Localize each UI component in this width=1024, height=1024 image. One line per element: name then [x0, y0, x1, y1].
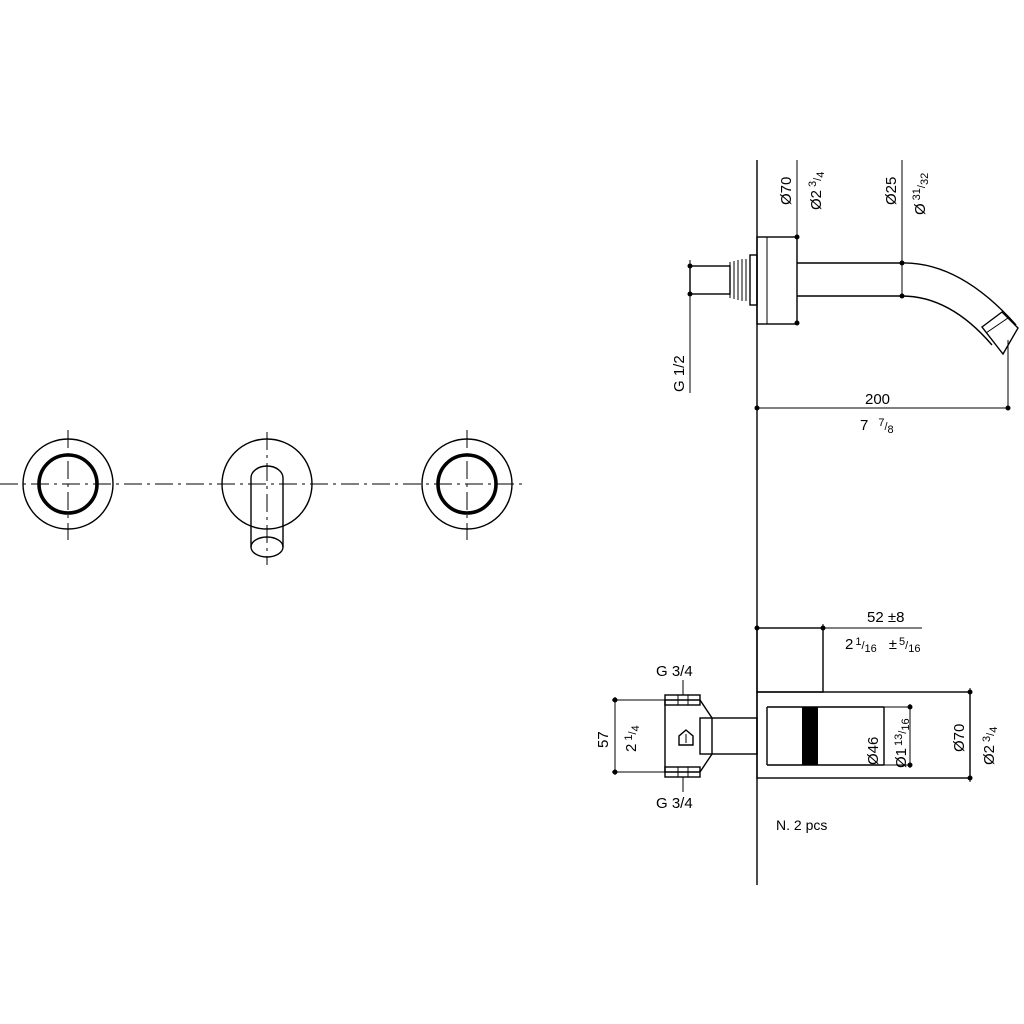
spout-pipe-dia-in: Ø31/32 — [911, 173, 931, 215]
valve-height-mm: 57 — [595, 731, 612, 748]
spout-outlet — [981, 311, 1019, 356]
threaded-connector — [689, 265, 731, 295]
spout-length-mm: 200 — [865, 391, 890, 408]
front-view — [0, 430, 525, 565]
valve-inner-dia-in: Ø113/16 — [893, 718, 912, 768]
spout-pipe-dia-mm: Ø25 — [883, 177, 900, 205]
spout-plate — [221, 432, 313, 565]
spout-flange-dia-in: Ø23/4 — [807, 172, 827, 210]
flow-arrow-icon — [678, 729, 694, 746]
spout-flange — [756, 236, 798, 325]
quantity-note: N. 2 pcs — [776, 817, 827, 833]
left-handle — [22, 430, 114, 540]
spout-thread-label: G 1/2 — [671, 355, 688, 392]
spout-flange-dia-mm: Ø70 — [778, 177, 795, 205]
spout-pipe-bottom — [797, 295, 993, 346]
valve-thread-top: G 3/4 — [656, 663, 693, 680]
inlet-fitting — [664, 699, 713, 773]
valve-depth-mm: 52 ±8 — [867, 609, 904, 626]
valve-outer-dia-in: Ø23/4 — [981, 727, 1000, 765]
valve-inner-dia-mm: Ø46 — [865, 737, 882, 765]
right-handle — [421, 430, 513, 540]
spout-pipe-top — [797, 262, 1017, 326]
valve-height-in: 21/4 — [623, 725, 642, 752]
valve-thread-bottom: G 3/4 — [656, 795, 693, 812]
valve-outer-dia-mm: Ø70 — [951, 724, 968, 752]
valve-ring — [802, 707, 818, 765]
